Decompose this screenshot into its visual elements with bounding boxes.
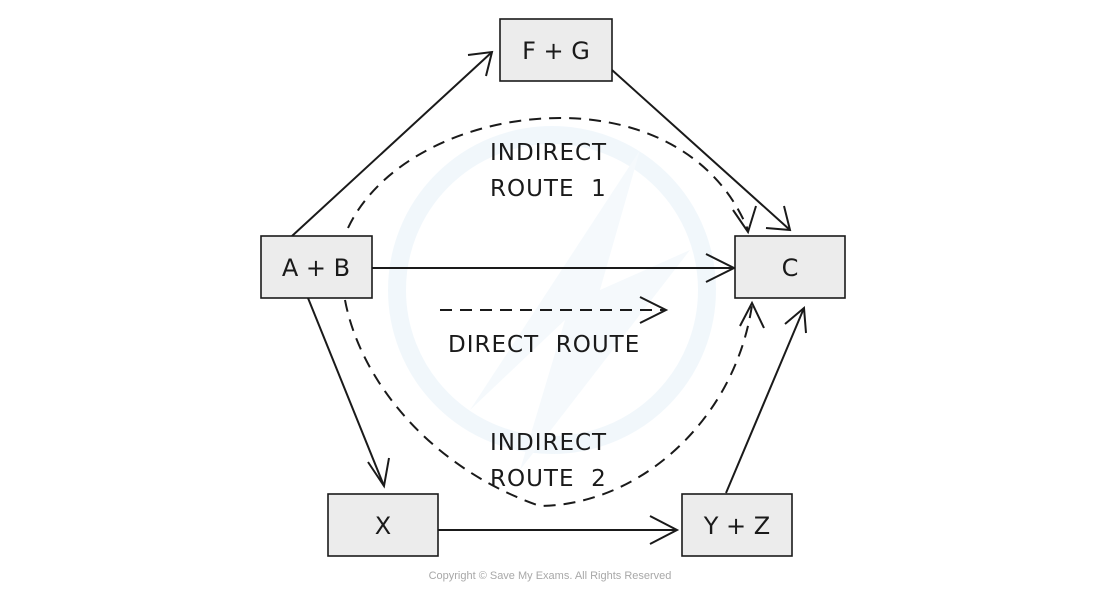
arrow-ab-to-x — [307, 297, 390, 489]
indirect-route-2-path — [344, 299, 765, 508]
indirect-route-1-label-line2: ROUTE 1 — [490, 176, 607, 202]
species-box-yz: Y + Z — [681, 493, 793, 557]
species-box-ab: A + B — [260, 235, 373, 299]
species-box-x: X — [327, 493, 439, 557]
species-label-x: X — [375, 512, 391, 540]
arrow-x-to-yz — [438, 515, 680, 545]
indirect-route-2-label-line2: ROUTE 2 — [490, 466, 607, 492]
species-label-yz: Y + Z — [703, 512, 770, 540]
arrow-yz-to-c — [725, 305, 807, 494]
copyright-notice: Copyright © Save My Exams. All Rights Re… — [428, 570, 672, 582]
arrow-fg-to-c — [611, 69, 792, 232]
indirect-route-1-label-line1: INDIRECT — [490, 140, 607, 166]
species-box-c: C — [734, 235, 846, 299]
indirect-route-1-path — [347, 116, 757, 235]
indirect-route-2-label-line1: INDIRECT — [490, 430, 607, 456]
species-label-fg: F + G — [522, 37, 590, 65]
arrow-ab-to-c — [372, 253, 737, 283]
species-box-fg: F + G — [499, 18, 613, 82]
direct-route-path — [440, 296, 669, 324]
species-label-c: C — [782, 254, 799, 282]
direct-route-label: DIRECT ROUTE — [448, 332, 640, 358]
arrow-ab-to-fg — [291, 50, 494, 237]
species-label-ab: A + B — [282, 254, 350, 282]
